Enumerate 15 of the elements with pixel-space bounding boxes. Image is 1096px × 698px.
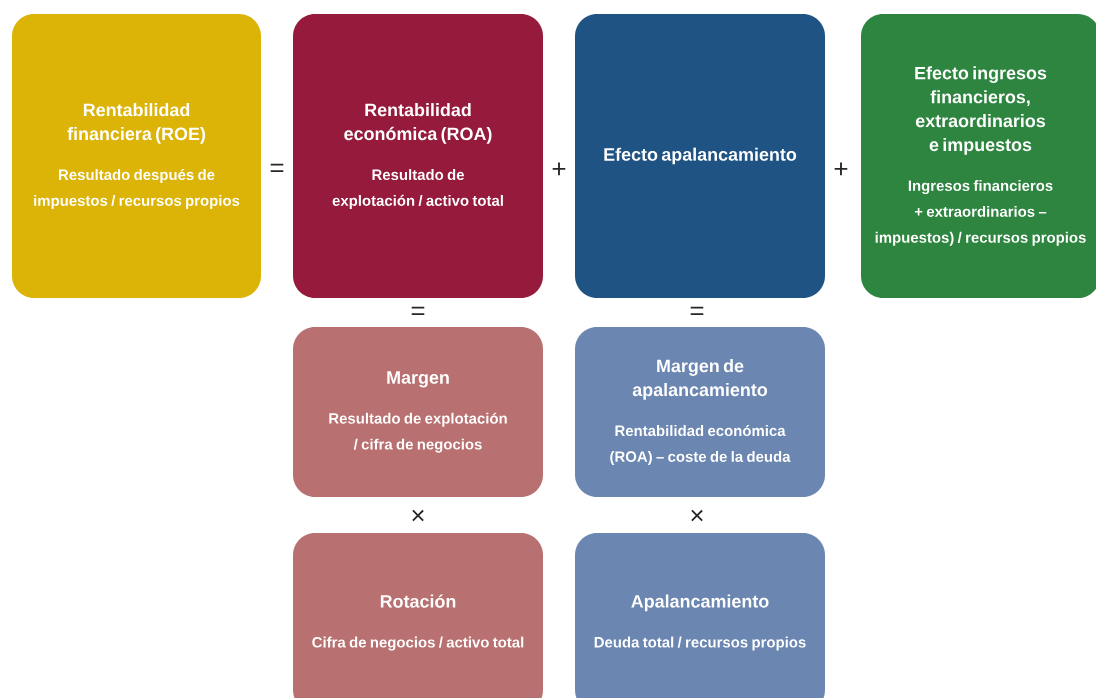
operator-sign: = [411, 306, 425, 315]
formula-box: Apalancamiento Deuda total / recursos propios [575, 533, 825, 698]
operator-sign: = [270, 163, 284, 172]
operator-sign: × [412, 509, 424, 522]
operator-sign: + [834, 162, 848, 176]
formula-box: Efecto apalancamiento [575, 14, 825, 298]
formula-box: Margen de apalancamiento Rentabilidad económica (ROA) – coste de la deuda [575, 327, 825, 497]
operator-sign: + [552, 162, 566, 176]
formula-box: Rotación Cifra de negocios / activo total [293, 533, 543, 698]
formula-box: Efecto ingresos financieros, extraordinarios e impuestos Ingresos financieros + extraordinarios – impuestos) / recursos propios [861, 14, 1096, 298]
formula-box: Rentabilidad financiera (ROE) Resultado después de impuestos / recursos propios [12, 14, 261, 298]
operator-sign: × [691, 509, 703, 522]
formula-box: Margen Resultado de explotación / cifra de negocios [293, 327, 543, 497]
formula-box: Rentabilidad económica (ROA) Resultado de explotación / activo total [293, 14, 543, 298]
operator-sign: = [690, 306, 704, 315]
